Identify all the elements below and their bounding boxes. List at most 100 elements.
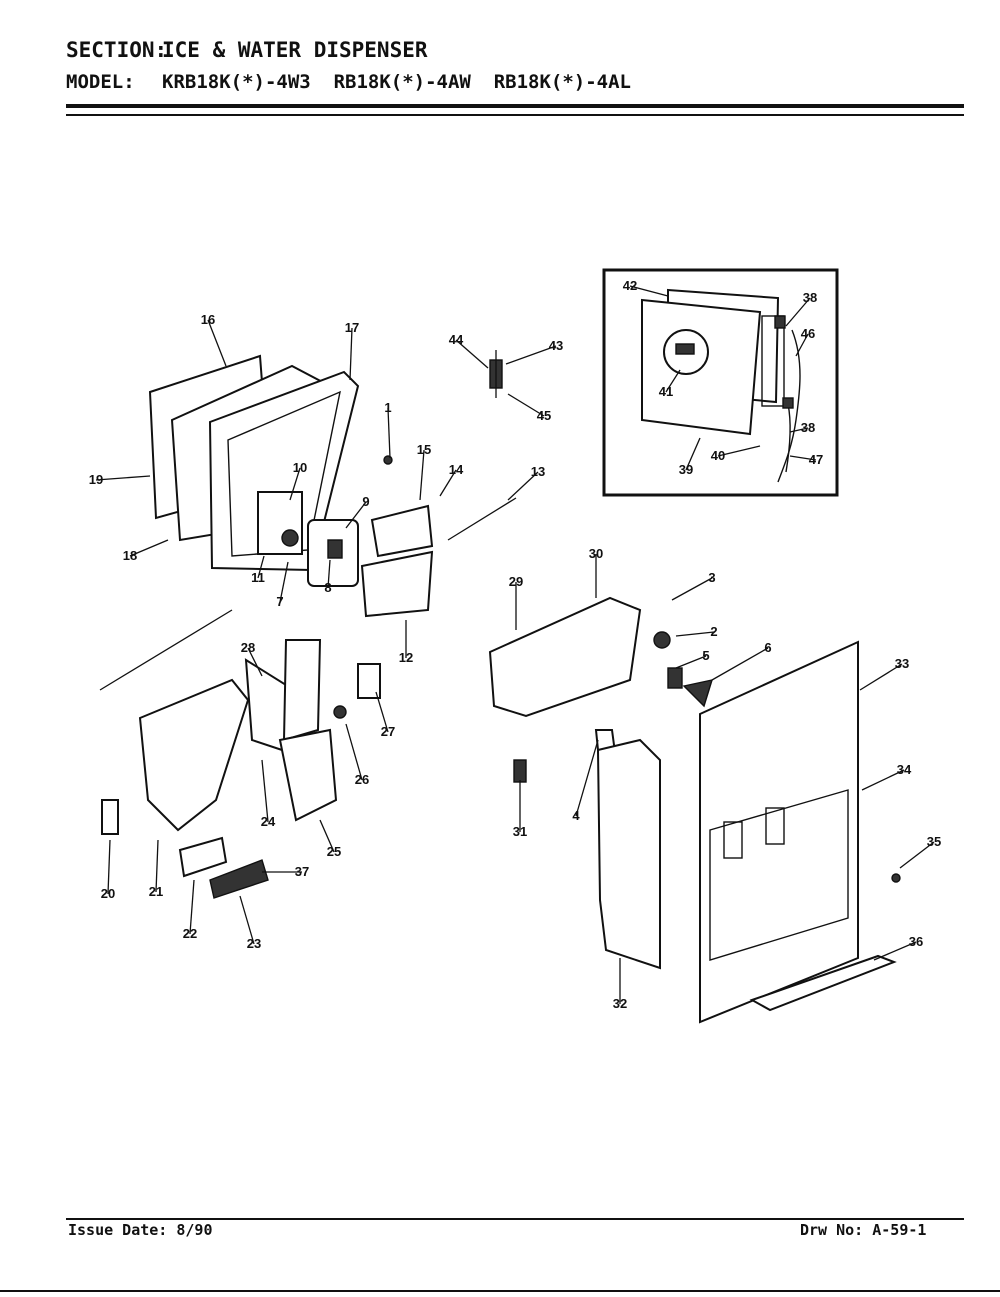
door-frame-assembly xyxy=(148,350,517,618)
callout-44: 44 xyxy=(449,332,464,347)
callout-leader xyxy=(671,577,713,601)
callout-9: 9 xyxy=(362,494,369,509)
callout-leader xyxy=(507,471,539,501)
callout-23: 23 xyxy=(247,936,261,951)
callout-leader xyxy=(345,723,363,781)
section-key: SECTION: xyxy=(66,38,168,62)
issue-date: Issue Date: 8/90 xyxy=(68,1221,213,1239)
callout-14: 14 xyxy=(449,462,464,477)
callout-leader xyxy=(439,469,457,497)
inset-box xyxy=(602,268,839,497)
callout-30: 30 xyxy=(589,546,603,561)
callout-32: 32 xyxy=(613,996,627,1011)
callout-45: 45 xyxy=(537,408,551,423)
callout-leader xyxy=(95,475,151,481)
callout-35: 35 xyxy=(927,834,941,849)
header-rule-thin xyxy=(66,114,964,116)
callout-leader xyxy=(899,841,935,869)
callout-leader xyxy=(685,437,701,471)
callout-leader xyxy=(387,407,391,459)
callout-42: 42 xyxy=(623,278,637,293)
callout-39: 39 xyxy=(679,462,693,477)
callout-3: 3 xyxy=(708,570,715,585)
callout-12: 12 xyxy=(399,650,413,665)
callout-leader xyxy=(785,297,811,327)
callout-2: 2 xyxy=(710,624,717,639)
callout-leader xyxy=(629,285,669,297)
header-rule-thick xyxy=(66,104,964,108)
section-title: ICE & WATER DISPENSER xyxy=(162,38,428,62)
callout-25: 25 xyxy=(327,844,341,859)
callout-leader xyxy=(717,445,761,457)
callout-leader xyxy=(675,655,707,669)
callout-leader xyxy=(859,663,903,691)
callout-26: 26 xyxy=(355,772,369,787)
callout-11: 11 xyxy=(251,570,265,585)
callout-10: 10 xyxy=(293,460,307,475)
callout-leader xyxy=(261,759,269,823)
callout-17: 17 xyxy=(345,320,359,335)
callout-5: 5 xyxy=(702,648,709,663)
callout-47: 47 xyxy=(809,452,823,467)
callout-38: 38 xyxy=(801,420,815,435)
callout-27: 27 xyxy=(381,724,395,739)
footer-rule xyxy=(66,1218,964,1220)
callout-29: 29 xyxy=(509,574,523,589)
callout-leader xyxy=(207,319,227,367)
callout-31: 31 xyxy=(513,824,527,839)
callout-6: 6 xyxy=(764,640,771,655)
callout-19: 19 xyxy=(89,472,103,487)
callout-leader xyxy=(239,895,255,945)
callout-21: 21 xyxy=(149,884,163,899)
callout-leader xyxy=(419,449,425,501)
callout-7: 7 xyxy=(276,594,283,609)
callout-leader xyxy=(507,393,545,417)
model-line: MODEL: KRB18K(*)-4W3 RB18K(*)-4AW RB18K(*… xyxy=(66,71,631,93)
callout-33: 33 xyxy=(895,656,909,671)
callout-38: 38 xyxy=(803,290,817,305)
callout-leader xyxy=(107,839,111,895)
pedal-linkage-assembly xyxy=(99,609,381,899)
callout-37: 37 xyxy=(295,864,309,879)
callout-leader xyxy=(505,345,557,365)
callout-leader xyxy=(575,739,599,817)
callout-leader xyxy=(861,769,905,791)
model-key: MODEL: xyxy=(66,71,135,93)
callout-leader xyxy=(873,941,917,961)
callout-41: 41 xyxy=(659,384,673,399)
callout-43: 43 xyxy=(549,338,563,353)
callout-22: 22 xyxy=(183,926,197,941)
model-numbers: KRB18K(*)-4W3 RB18K(*)-4AW RB18K(*)-4AL xyxy=(162,71,631,93)
callout-leader xyxy=(155,839,159,893)
callout-leader xyxy=(795,333,809,357)
callout-8: 8 xyxy=(324,580,331,595)
callout-28: 28 xyxy=(241,640,255,655)
callout-40: 40 xyxy=(711,448,725,463)
callout-leader xyxy=(279,561,289,603)
callout-34: 34 xyxy=(897,762,912,777)
callout-15: 15 xyxy=(417,442,431,457)
callout-16: 16 xyxy=(201,312,215,327)
callout-leader xyxy=(455,339,489,369)
callout-24: 24 xyxy=(261,814,276,829)
inset-control-board xyxy=(641,288,801,483)
callout-leader xyxy=(665,369,681,393)
callout-leader xyxy=(247,647,263,677)
callout-18: 18 xyxy=(123,548,137,563)
section-line: SECTION:ICE & WATER DISPENSER xyxy=(66,38,428,62)
callout-leader xyxy=(711,647,769,681)
callout-leader xyxy=(129,539,169,557)
callout-leader xyxy=(289,467,301,501)
callout-leader xyxy=(319,819,335,853)
drawing-number: Drw No: A-59-1 xyxy=(800,1221,927,1239)
callout-4: 4 xyxy=(572,808,580,823)
dispenser-housing xyxy=(488,596,901,1024)
callout-leader xyxy=(327,559,331,589)
callout-13: 13 xyxy=(531,464,545,479)
callout-leader xyxy=(375,691,389,733)
callout-20: 20 xyxy=(101,886,115,901)
callout-leader xyxy=(189,879,195,935)
callout-1: 1 xyxy=(384,400,391,415)
